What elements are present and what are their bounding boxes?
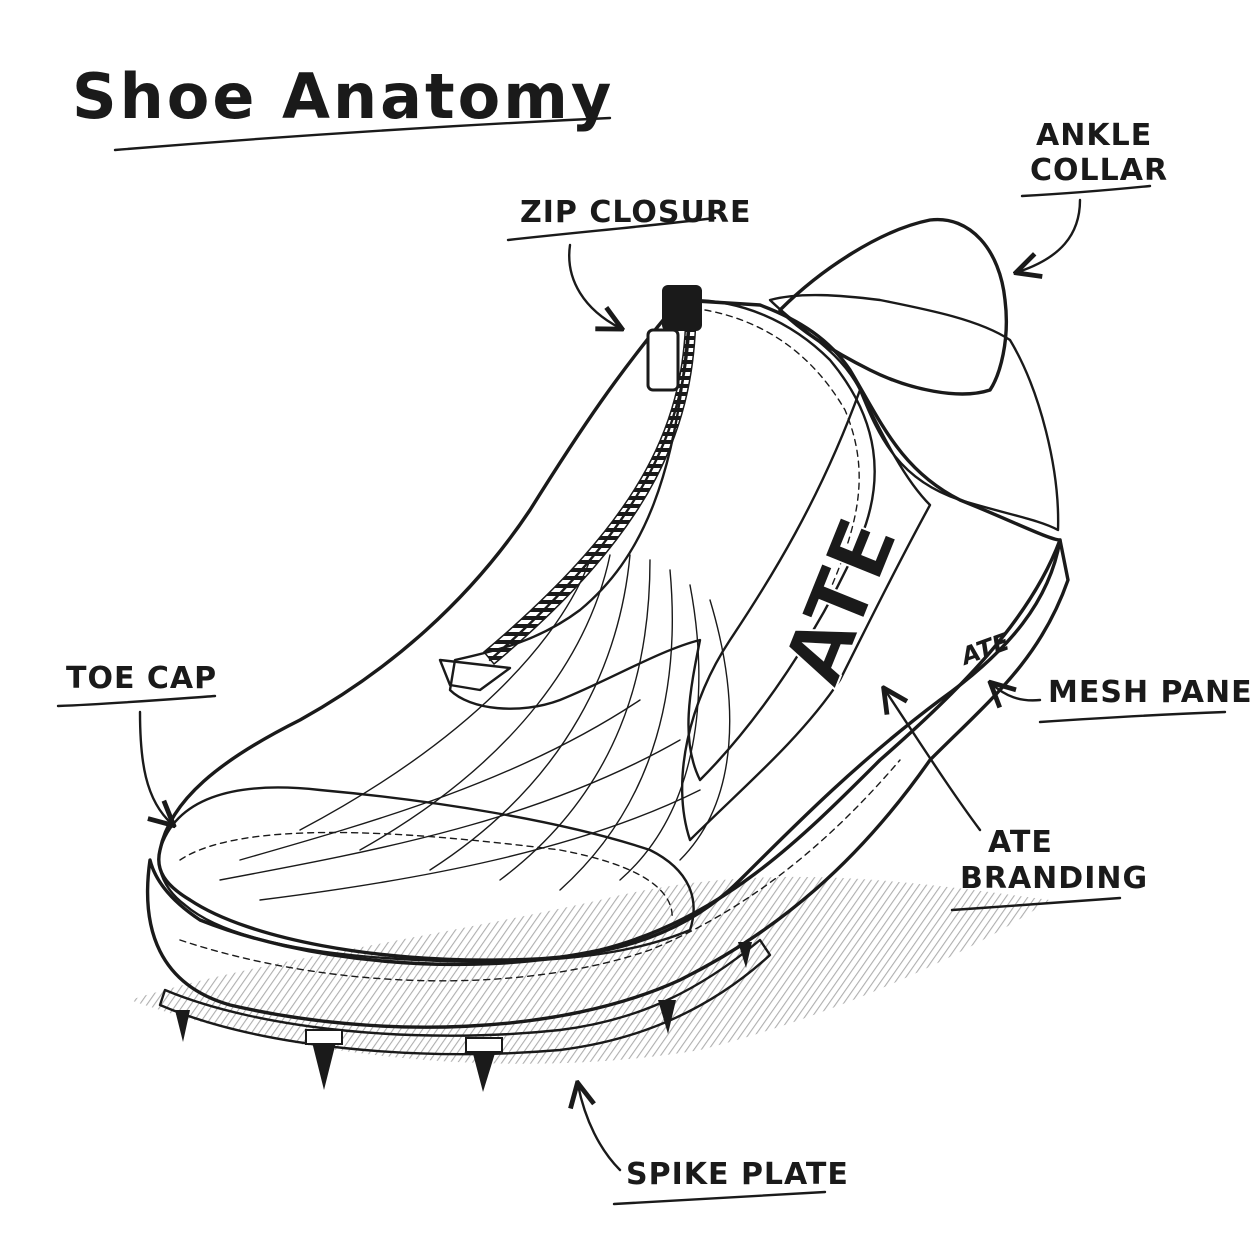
label-zip-closure: ZIP CLOSURE	[520, 195, 751, 230]
toe-cap	[157, 786, 695, 963]
swirl-overlay	[219, 554, 731, 901]
label-underline	[56, 694, 217, 708]
label-spike-plate: SPIKE PLATE	[626, 1157, 849, 1192]
tongue	[448, 298, 876, 782]
label-ankle-collar-line1: ANKLE	[1036, 118, 1152, 153]
arrow	[568, 243, 620, 328]
zip-pull-icon	[662, 285, 702, 331]
callout-mesh-panel: MESH PANEL	[992, 675, 1254, 724]
label-underline	[506, 216, 717, 242]
spike	[305, 1029, 343, 1090]
arrow	[578, 1085, 622, 1172]
callout-ate-branding: ATE BRANDING	[885, 690, 1148, 912]
label-mesh-panel: MESH PANEL	[1048, 675, 1254, 710]
arrow	[138, 710, 172, 824]
title-underline	[113, 116, 612, 152]
label-underline	[1038, 710, 1227, 724]
page-title: Shoe Anatomy	[72, 60, 614, 133]
label-ankle-collar-line2: COLLAR	[1030, 153, 1168, 188]
spike	[658, 1000, 676, 1034]
ankle-collar	[778, 217, 1009, 396]
label-underline	[950, 896, 1122, 912]
label-ate-branding-line2: BRANDING	[960, 861, 1148, 896]
callout-ankle-collar: ANKLE COLLAR	[1018, 118, 1168, 272]
ground-shadow	[130, 876, 1050, 1064]
side-logo: ATE	[765, 505, 916, 697]
arrow	[992, 684, 1042, 700]
callout-zip-closure: ZIP CLOSURE	[506, 195, 751, 328]
spike	[175, 1010, 190, 1042]
spike	[738, 942, 752, 968]
spike-plate	[158, 938, 772, 1092]
callout-toe-cap: TOE CAP	[56, 661, 217, 824]
title-group: Shoe Anatomy	[72, 60, 614, 152]
arrow	[885, 690, 982, 832]
callout-spike-plate: SPIKE PLATE	[578, 1085, 849, 1206]
mesh-panel	[768, 293, 1060, 532]
label-toe-cap: TOE CAP	[66, 661, 217, 696]
label-ate-branding-line1: ATE	[988, 825, 1053, 860]
spike	[465, 1037, 503, 1092]
arrow	[1018, 198, 1082, 272]
label-underline	[612, 1190, 827, 1206]
zip	[438, 285, 702, 692]
upper	[157, 298, 1062, 962]
midsole	[145, 538, 1070, 1029]
label-underline	[1020, 184, 1152, 198]
